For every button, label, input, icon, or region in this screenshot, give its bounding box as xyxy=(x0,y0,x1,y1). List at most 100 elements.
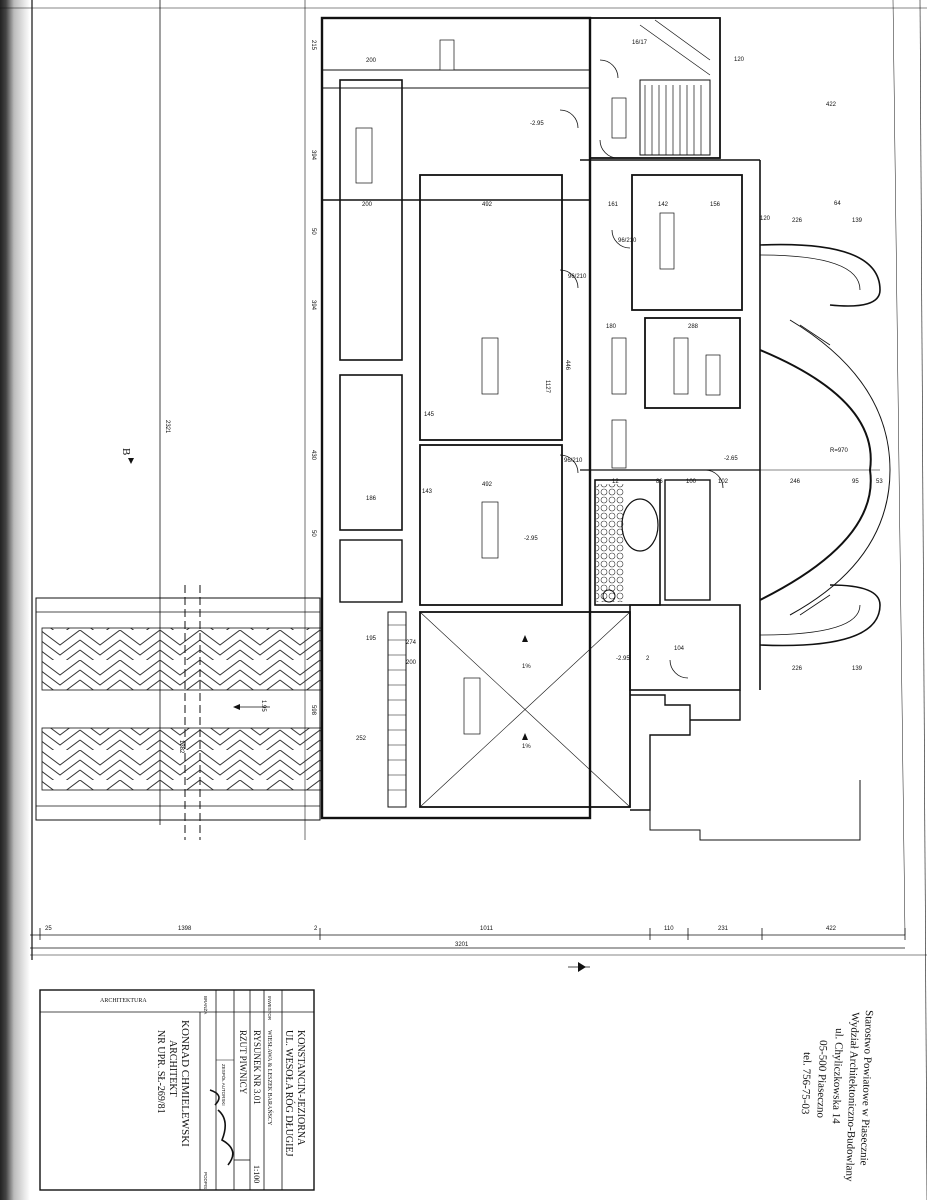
drive-length: 1382 xyxy=(178,740,184,754)
building-walls xyxy=(320,16,861,841)
garage-w: 252 xyxy=(356,736,367,742)
dim-t-b: 86 xyxy=(656,479,663,485)
dim-right-c: 64 xyxy=(834,201,841,207)
dim-r-d: 143 xyxy=(422,489,433,495)
drive-slope: 1.95 xyxy=(260,700,266,712)
driveway xyxy=(35,597,321,821)
tb-drawing-no: RYSUNEK NR 3.01 xyxy=(252,1030,262,1105)
dim-line-right2 xyxy=(892,0,906,936)
tb-drawing-name: RZUT PIWNICY xyxy=(238,1030,248,1095)
stamp-line1: Starostwo Powiatowe w Piasecznie xyxy=(858,1010,875,1166)
room-tags xyxy=(355,39,721,735)
section-marker-b: B xyxy=(120,448,132,455)
door-b: 96/210 xyxy=(568,274,587,280)
bathtub-icon xyxy=(621,498,659,552)
terrace-radius: R=970 xyxy=(830,448,849,454)
dim-b3: 2 xyxy=(314,926,318,932)
dim-room-200: 200 xyxy=(362,202,373,208)
dim-b2: 1398 xyxy=(178,926,192,932)
dim-left-c: 50 xyxy=(310,228,316,235)
dim-left-f: 50 xyxy=(310,530,316,537)
gate-h: 274 xyxy=(406,640,417,646)
wc-icon xyxy=(602,589,616,603)
dim-corr-e: 288 xyxy=(688,324,699,330)
dim-t-i: 12 xyxy=(612,479,619,485)
dim-left-e: 430 xyxy=(310,450,316,461)
dim-r-b: 186 xyxy=(366,496,377,502)
level-a: -2.95 xyxy=(530,121,544,127)
stair-count: 16/17 xyxy=(632,40,648,46)
dim-corr-a: 161 xyxy=(608,202,619,208)
dim-line-right xyxy=(919,0,927,1200)
tb-scale: 1:100 xyxy=(252,1165,261,1183)
dim-tr-b: 422 xyxy=(826,102,837,108)
dim-r-c: 145 xyxy=(424,412,435,418)
dim-corr-d: 180 xyxy=(606,324,617,330)
door-a: 96/210 xyxy=(618,238,637,244)
dim-t-d: 102 xyxy=(718,479,729,485)
door-c: 96/210 xyxy=(564,458,583,464)
tb-sign: PODPIS xyxy=(203,1172,208,1189)
dim-room-w2: 492 xyxy=(482,482,493,488)
garage-stair xyxy=(388,624,406,791)
stamp-line3: ul. Chyliczkowska 14 xyxy=(830,1028,845,1124)
dim-left-g: 598 xyxy=(310,705,316,716)
dim-t-h: 104 xyxy=(674,646,685,652)
dim-corr-c: 156 xyxy=(710,202,721,208)
stamp-line5: tel. 756-75-03 xyxy=(799,1052,813,1115)
signature-mark xyxy=(209,1089,234,1166)
dim-t-e: 246 xyxy=(790,479,801,485)
approval-stamp: Starostwo Powiatowe w Piasecznie Wydział… xyxy=(799,1010,875,1182)
driveway-hatch-1 xyxy=(41,627,323,691)
section-arrow-icon xyxy=(128,458,134,464)
dim-left-b: 394 xyxy=(310,150,316,161)
dim-b4: 1011 xyxy=(480,926,494,932)
tb-title: ARCHITEKT xyxy=(167,1040,178,1097)
dim-right-a: 226 xyxy=(792,218,803,224)
tb-col-label: ZESPÓŁ AUTORSKI xyxy=(221,1064,227,1106)
tb-licence: NR UPR. SŁ-269/81 xyxy=(155,1030,166,1114)
terrace xyxy=(759,243,891,647)
level-b: -2.95 xyxy=(524,536,538,542)
title-block-frame xyxy=(39,989,315,1191)
dim-t-c: 100 xyxy=(686,479,697,485)
slope-arrow-up-icon xyxy=(522,635,528,642)
dim-room-w: 492 xyxy=(482,202,493,208)
gate-h2: 200 xyxy=(406,660,417,666)
stairs xyxy=(639,19,711,155)
dim-t-a: 120 xyxy=(760,216,771,222)
dim-r-a: 200 xyxy=(366,58,377,64)
doors xyxy=(559,59,724,679)
slope-arrow-up2-icon xyxy=(522,733,528,740)
bathroom-tiles xyxy=(596,484,624,602)
tb-discipline: ARCHITEKTURA xyxy=(100,998,147,1004)
tb-investor: WIESŁAWA & LESZEK BARAŃSCY xyxy=(266,1030,274,1126)
dim-left-d: 394 xyxy=(310,300,316,311)
dim-total: 3201 xyxy=(455,942,469,948)
slope-b: 1% xyxy=(522,744,531,750)
dim-left-a: 215 xyxy=(310,40,316,51)
dim-tr-a: 120 xyxy=(734,57,745,63)
room-number: 2 xyxy=(646,656,650,662)
dim-b1: 25 xyxy=(45,926,52,932)
bottom-ticks xyxy=(39,928,906,940)
scan-edge xyxy=(0,0,30,1200)
level-c: -2.65 xyxy=(724,456,738,462)
dim-corr-b: 142 xyxy=(658,202,669,208)
driveway-hatch-2 xyxy=(41,727,323,791)
slope-a: 1% xyxy=(522,664,531,670)
tb-branch: BRANŻA xyxy=(203,996,209,1014)
tb-investor-label: INWESTOR xyxy=(267,996,272,1021)
dim-b6: 231 xyxy=(718,926,729,932)
level-d: -2.95 xyxy=(616,656,630,662)
tb-location: KONSTANCIN-JEZIORNA xyxy=(295,1030,306,1146)
dim-right-b: 139 xyxy=(852,218,863,224)
dim-right-a2: 226 xyxy=(792,666,803,672)
dim-hall-a: 1127 xyxy=(544,380,550,394)
stamp-line4: 05-500 Piaseczno xyxy=(814,1040,829,1119)
dim-b5: 110 xyxy=(664,926,674,932)
stamp-line2: Wydział Architektoniczno-Budowlany xyxy=(843,1012,861,1182)
dim-right-b2: 139 xyxy=(852,666,863,672)
